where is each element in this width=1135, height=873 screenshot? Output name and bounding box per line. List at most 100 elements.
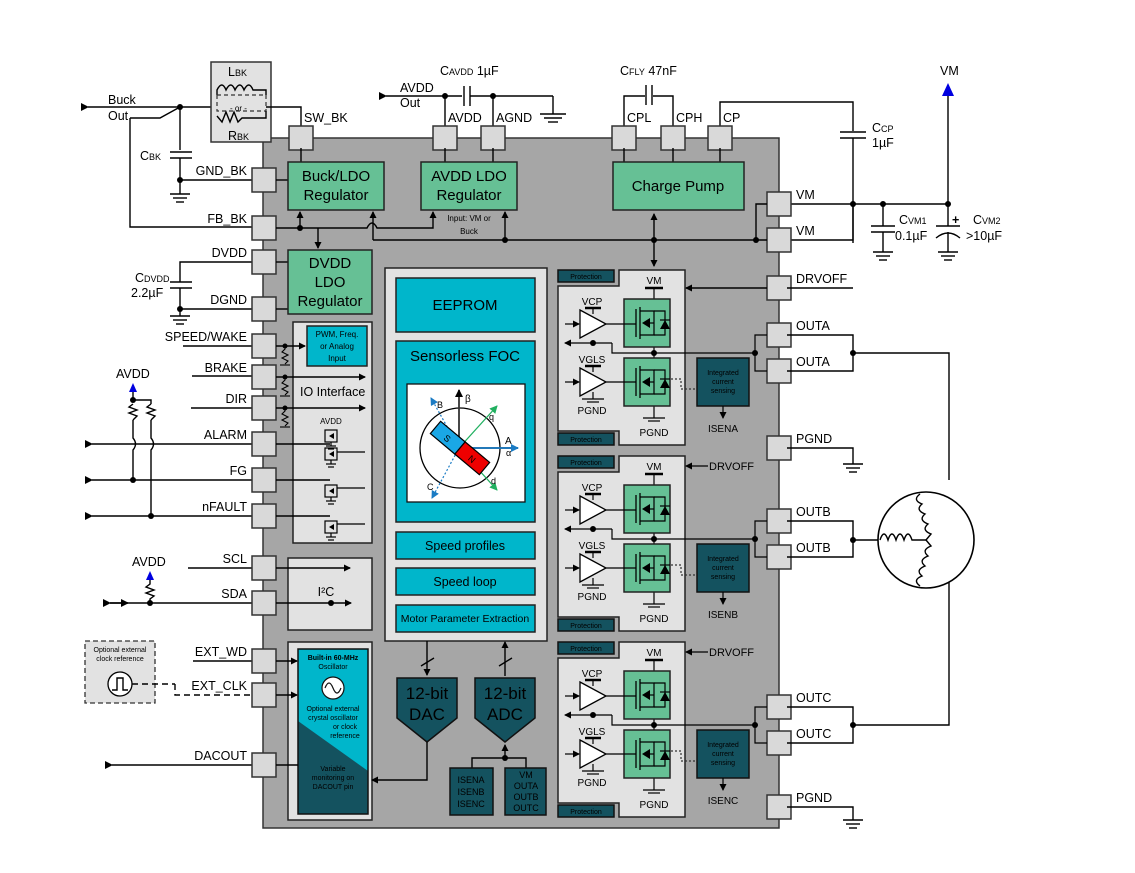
- buck-out-label: Buck: [108, 93, 137, 107]
- speed-profiles-label: Speed profiles: [425, 539, 505, 553]
- svg-text:monitoring on: monitoring on: [312, 775, 355, 782]
- speed-profiles-block: [395, 531, 536, 560]
- avdd-arrow-icon: [129, 383, 137, 392]
- pin-vm: VM: [766, 188, 815, 217]
- io-interface-panel: PWM, Freq. or Analog Input IO Interface …: [276, 321, 373, 544]
- svg-text:sensing: sensing: [711, 574, 735, 581]
- clock-source-icon: [107, 671, 133, 697]
- svg-text:PGND: PGND: [640, 800, 669, 811]
- drvoff-label: DRVOFF: [709, 461, 754, 473]
- svg-text:OUTB: OUTB: [513, 792, 538, 802]
- svg-text:Regulator: Regulator: [436, 187, 501, 204]
- pin-label: SDA: [221, 587, 247, 601]
- buck-ldo-regulator: Buck/LDO Regulator: [287, 161, 385, 211]
- adc-block: [474, 677, 536, 743]
- l-bk-label: LBK: [228, 65, 247, 79]
- transistor-icon: [324, 447, 338, 468]
- pin-label: EXT_WD: [195, 645, 247, 659]
- i2c-label: I²C: [318, 585, 335, 599]
- svg-text:OUTA: OUTA: [514, 781, 538, 791]
- pin-label: FB_BK: [207, 212, 247, 226]
- svg-text:PGND: PGND: [578, 778, 607, 789]
- c-vm1-label: CVM1: [899, 213, 927, 227]
- svg-text:A: A: [505, 436, 512, 447]
- c-bk-label: CBK: [140, 149, 161, 163]
- speed-loop-block: [395, 567, 536, 596]
- svg-text:Input: Input: [328, 354, 347, 363]
- c-vm2-value: >10µF: [966, 229, 1002, 243]
- gate-driver-icon: [579, 366, 608, 398]
- svg-text:PWM, Freq.: PWM, Freq.: [316, 330, 359, 339]
- pin-label: DIR: [225, 392, 247, 406]
- pin-nfault: nFAULT: [202, 500, 277, 529]
- pin-sda: SDA: [221, 587, 277, 616]
- pin-label: CPL: [627, 111, 651, 125]
- buck-output-network: Buck Out CBK: [81, 93, 263, 228]
- svg-text:VCP: VCP: [582, 297, 603, 308]
- pin-label: AVDD: [448, 111, 482, 125]
- motor-icon: [877, 491, 975, 589]
- transistor-icon: [324, 484, 338, 505]
- svg-text:N: N: [466, 453, 477, 465]
- pin-sw-bk: SW_BK: [288, 111, 348, 151]
- pin-dgnd: DGND: [210, 293, 277, 322]
- charge-pump: Charge Pump: [612, 161, 745, 211]
- svg-text:VCP: VCP: [582, 483, 603, 494]
- external-clock-reference: Optional external clock reference: [84, 640, 252, 769]
- svg-text:DVDD: DVDD: [309, 255, 352, 272]
- pin-label: VM: [796, 224, 815, 238]
- c-cp-label: CCP: [872, 121, 894, 135]
- pin-label: OUTB: [796, 541, 831, 555]
- pin-vm: VM: [766, 224, 815, 253]
- gate-driver-icon: [579, 738, 608, 770]
- pin-pgnd: PGND: [766, 432, 832, 461]
- r-bk-label: RBK: [228, 129, 249, 143]
- pin-label: PGND: [796, 791, 832, 805]
- svg-text:PGND: PGND: [640, 428, 669, 439]
- pin-label: FG: [230, 464, 247, 478]
- svg-text:Integrated: Integrated: [707, 742, 739, 749]
- svg-text:DACOUT pin: DACOUT pin: [313, 784, 354, 791]
- svg-text:current: current: [712, 565, 734, 572]
- avdd-ldo-regulator: AVDD LDO Regulator Input: VM or Buck: [420, 161, 518, 236]
- svg-text:LDO: LDO: [315, 274, 346, 291]
- pin-outc: OUTC: [766, 727, 831, 756]
- svg-text:q: q: [489, 412, 494, 422]
- svg-text:Protection: Protection: [570, 623, 602, 630]
- pin-label: OUTC: [796, 727, 831, 741]
- svg-text:ISENA: ISENA: [457, 775, 484, 785]
- pin-label: GND_BK: [196, 164, 248, 178]
- pin-drvoff: DRVOFF: [766, 272, 848, 301]
- gate-driver-icon: [579, 494, 608, 526]
- pin-label: PGND: [796, 432, 832, 446]
- svg-text:PGND: PGND: [578, 406, 607, 417]
- c-vm2-polarity: +: [952, 213, 959, 227]
- isen-label: ISENC: [708, 796, 739, 807]
- c-dvdd-label: CDVDD: [135, 271, 170, 285]
- svg-text:12-bit: 12-bit: [484, 684, 527, 703]
- pin-label: DACOUT: [194, 749, 247, 763]
- svg-text:ISENB: ISENB: [457, 787, 484, 797]
- svg-text:OUTC: OUTC: [513, 803, 539, 813]
- pin-label: OUTC: [796, 691, 831, 705]
- svg-text:VM: VM: [647, 276, 662, 287]
- protection-badge: [557, 618, 615, 632]
- pin-outc: OUTC: [766, 691, 831, 720]
- buck-out-label-2: Out: [108, 109, 129, 123]
- pwm-input-block: [306, 325, 368, 367]
- pin-pgnd: PGND: [766, 791, 832, 820]
- pin-outa: OUTA: [766, 355, 830, 384]
- isen-label: ISENB: [708, 610, 738, 621]
- svg-text:sensing: sensing: [711, 388, 735, 395]
- pin-label: SW_BK: [304, 111, 348, 125]
- pin-label: ALARM: [204, 428, 247, 442]
- pin-label: SCL: [223, 552, 247, 566]
- transistor-icon: [324, 520, 338, 541]
- svg-text:Optional external: Optional external: [307, 706, 360, 713]
- speed-loop-label: Speed loop: [433, 575, 496, 589]
- svg-text:Protection: Protection: [570, 437, 602, 444]
- osc-title: Built-in 60-MHz: [308, 655, 359, 662]
- drvoff-label: DRVOFF: [709, 647, 754, 659]
- svg-text:VCP: VCP: [582, 669, 603, 680]
- svg-text:crystal oscillator: crystal oscillator: [308, 715, 358, 722]
